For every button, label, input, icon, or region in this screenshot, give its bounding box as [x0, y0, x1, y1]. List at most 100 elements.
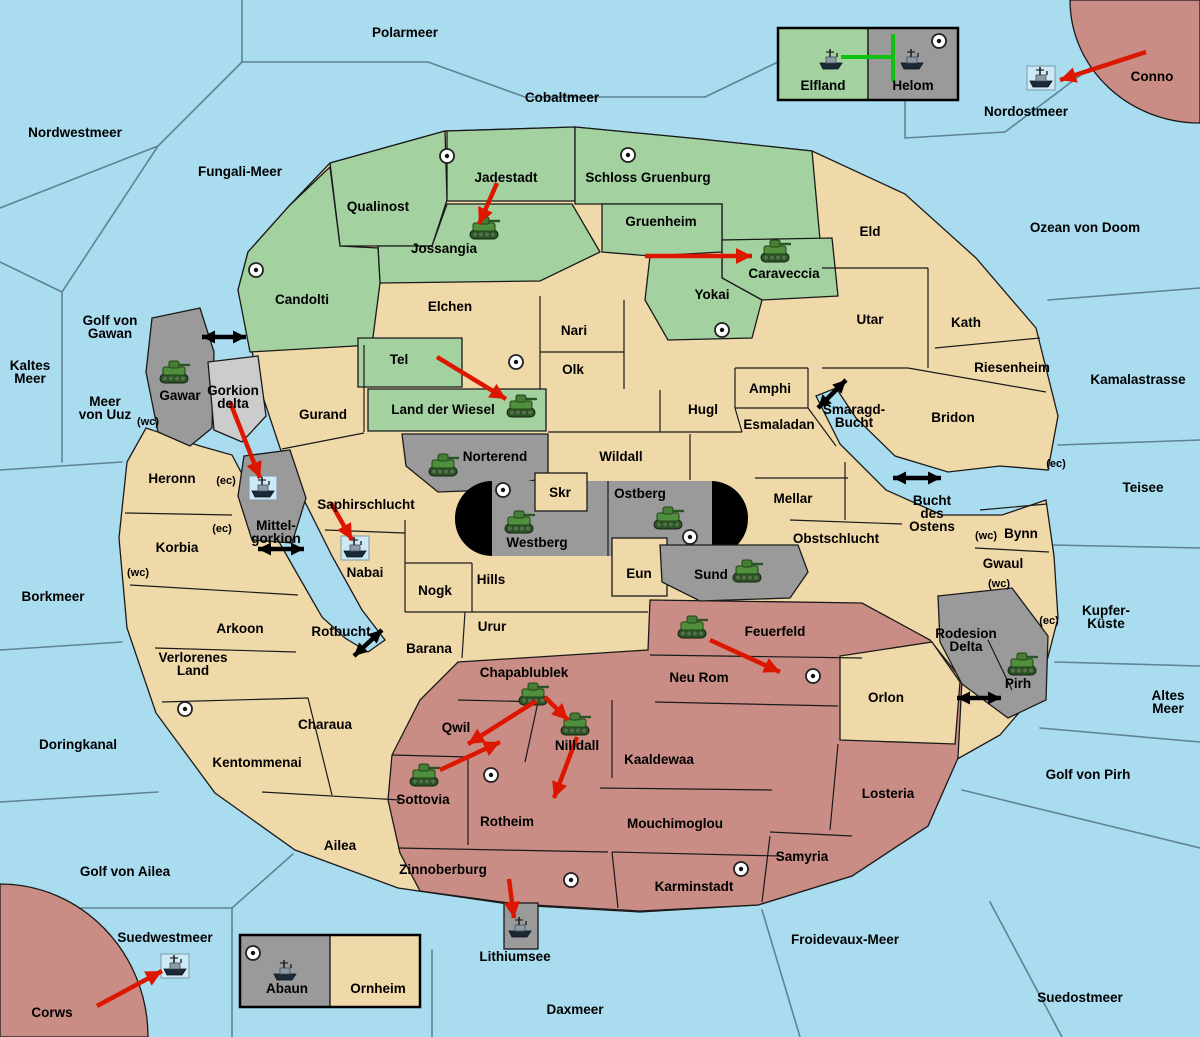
city-marker	[245, 945, 261, 961]
tank-icon[interactable]	[469, 216, 500, 240]
territory-label-gwaul: Gwaul	[983, 556, 1024, 571]
territory-border-line	[524, 701, 539, 763]
tank-icon[interactable]	[560, 712, 591, 736]
coast-tag-wc: (wc)	[975, 530, 997, 542]
tank-icon[interactable]	[428, 453, 459, 477]
sea-border-line	[1047, 287, 1200, 301]
territory-candolti[interactable]	[237, 165, 381, 353]
sea-route-arrow-head	[354, 642, 368, 656]
territory-conno[interactable]	[1069, 0, 1200, 124]
sea-border-line	[231, 853, 294, 909]
tank-turret	[168, 360, 180, 369]
sea-border-line	[961, 789, 1200, 849]
tank-icon[interactable]	[504, 510, 535, 534]
tank-icon[interactable]	[409, 763, 440, 787]
sea-label-nordostmeer: Nordostmeer	[984, 104, 1069, 119]
coast-tag-wc: (wc)	[988, 578, 1010, 590]
territory-jossangia[interactable]	[377, 203, 601, 284]
sea-label-nordwestmeer: Nordwestmeer	[28, 125, 123, 140]
territory-border-line	[807, 407, 837, 447]
territory-rodesion-delta-pirh[interactable]	[937, 587, 1049, 719]
territory-label-rotheim: Rotheim	[480, 814, 534, 829]
tank-icon[interactable]	[159, 360, 190, 384]
territory-label-bridon: Bridon	[931, 410, 975, 425]
territory-border-line	[829, 743, 839, 831]
ship-icon[interactable]	[508, 917, 532, 938]
sea-border-line	[1039, 727, 1200, 743]
tank-icon[interactable]	[653, 506, 684, 530]
sea-border-line	[0, 461, 123, 471]
sea-label-borkmeer: Borkmeer	[21, 589, 85, 604]
sea-route-arrow-head	[957, 691, 970, 705]
sea-border-line	[0, 261, 63, 293]
territory-border-line	[129, 584, 299, 596]
territory-label-heronn: Heronn	[148, 471, 195, 486]
ship-icon[interactable]	[160, 953, 190, 979]
territory-label-orlon: Orlon	[868, 690, 904, 705]
ship-icon[interactable]	[273, 960, 297, 981]
tank-wheel	[413, 779, 417, 784]
tank-wheel	[425, 779, 429, 784]
sea-border-line	[904, 131, 1006, 139]
territory-tel[interactable]	[357, 337, 463, 388]
attack-arrow	[504, 878, 520, 919]
city-marker	[805, 668, 821, 684]
sea-border-line	[1054, 661, 1200, 667]
city-marker	[495, 482, 511, 498]
tank-wheel	[748, 575, 752, 580]
sea-route-arrow-head	[988, 691, 1001, 705]
sea-route-arrow	[352, 628, 384, 658]
tank-icon[interactable]	[677, 615, 708, 639]
territory-orlon[interactable]	[839, 641, 961, 745]
ship-icon[interactable]	[248, 475, 278, 501]
territory-gorkion-delta[interactable]	[207, 355, 267, 443]
tank-icon[interactable]	[518, 682, 549, 706]
territory-label-conno: Conno	[1131, 69, 1174, 84]
territory-yokai[interactable]	[644, 255, 763, 341]
ship-icon[interactable]	[340, 535, 370, 561]
tank-wheel	[522, 410, 526, 415]
city-marker-dot	[719, 327, 725, 333]
city-marker-dot	[488, 772, 494, 778]
tank-icon[interactable]	[732, 559, 763, 583]
tank-icon[interactable]	[760, 239, 791, 263]
territory-ornheim[interactable]	[329, 934, 421, 1008]
territory-label-pirh: Pirh	[1005, 676, 1031, 691]
tank-wheel	[675, 522, 679, 527]
city-marker-dot	[568, 877, 574, 883]
tank-turret	[515, 394, 527, 403]
coast-tag-wc: (wc)	[127, 567, 149, 579]
ship-icon[interactable]	[819, 49, 843, 70]
city-marker	[248, 262, 264, 278]
ship-icon[interactable]	[900, 49, 924, 70]
territory-label-feuerfeld: Feuerfeld	[745, 624, 806, 639]
territory-eun[interactable]	[611, 537, 668, 597]
territory-label-gawar: Gawar	[159, 388, 201, 403]
territory-sund[interactable]	[659, 544, 809, 602]
city-marker-dot	[936, 38, 942, 44]
tank-wheel	[669, 522, 673, 527]
territory-gruenheim[interactable]	[601, 203, 723, 257]
territory-label-caraveccia: Caraveccia	[748, 266, 820, 281]
ship-icon[interactable]	[1026, 65, 1056, 91]
tank-icon[interactable]	[506, 394, 537, 418]
ship-cabin	[514, 924, 526, 932]
tank-icon[interactable]	[1007, 652, 1038, 676]
territory-label-ailea: Ailea	[324, 838, 357, 853]
territory-border-line	[654, 701, 839, 707]
territory-jadestadt[interactable]	[446, 126, 576, 202]
tank-wheel	[444, 469, 448, 474]
territory-skr[interactable]	[534, 472, 588, 512]
sea-border-line	[704, 61, 779, 98]
ship-hull	[273, 973, 297, 981]
territory-label-olk: Olk	[562, 362, 584, 377]
territory-elfland-helom-frame	[776, 26, 960, 102]
territory-label-mittel: Mittel-gorkion	[251, 518, 301, 546]
tank-turret	[662, 506, 674, 515]
territory-label-tel: Tel	[390, 352, 409, 367]
territory-label-qualinost: Qualinost	[347, 199, 410, 214]
sea-route-arrow-head	[233, 330, 246, 344]
tank-wheel	[431, 779, 435, 784]
